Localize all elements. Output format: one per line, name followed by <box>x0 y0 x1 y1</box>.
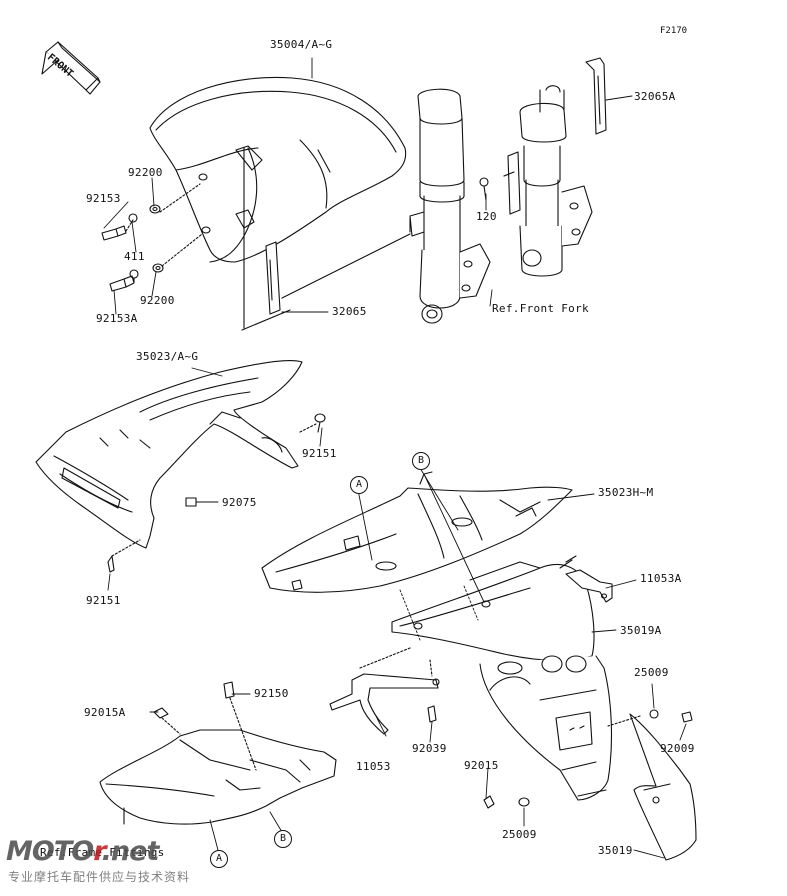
fork-bracket-drawing <box>241 57 607 331</box>
fender-hardware-drawing <box>101 183 203 292</box>
label-screw-side-upper: 92151 <box>302 447 337 460</box>
label-bolt-lower: 92153A <box>96 312 138 325</box>
label-stay-11053: 11053 <box>356 760 391 773</box>
side-cover-drawing <box>35 359 326 573</box>
watermark-logo-accent: r <box>93 836 103 867</box>
label-screw-side-lower: 92151 <box>86 594 121 607</box>
rear-fender-drawing <box>391 561 613 801</box>
callout-b-top: B <box>412 452 430 470</box>
front-fender-drawing <box>149 76 407 263</box>
label-damper: 411 <box>124 250 145 263</box>
label-side-cover: 35023/A~G <box>136 350 199 363</box>
watermark-logo-main: MOTO <box>6 836 94 867</box>
callout-a-bottom: A <box>210 850 228 868</box>
watermark-logo-tail: .net <box>101 836 160 867</box>
label-nut-92039: 92039 <box>412 742 447 755</box>
label-bolt-upper: 92153 <box>86 192 121 205</box>
leader-lines <box>103 57 687 859</box>
label-flap-35019: 35019 <box>598 844 633 857</box>
label-washer-upper: 92200 <box>128 166 163 179</box>
label-front-fender: 35004/A~G <box>270 38 333 51</box>
label-bracket-rear-upper: 11053A <box>640 572 682 585</box>
label-ref-frame-fittings: Ref.Frame Fittings <box>40 846 165 859</box>
front-fork-drawing <box>409 85 593 324</box>
callout-a-top: A <box>350 476 368 494</box>
rear-flap-drawing <box>483 709 697 861</box>
label-washer-25009-lower: 25009 <box>502 828 537 841</box>
lower-frame-drawing <box>99 681 337 825</box>
stay-11053-drawing <box>329 647 440 735</box>
label-clip-92015: 92015 <box>464 759 499 772</box>
rear-bracket-drawing <box>559 555 613 603</box>
label-washer-lower: 92200 <box>140 294 175 307</box>
label-washer-92009: 92009 <box>660 742 695 755</box>
watermark-subtitle: 专业摩托车配件供应与技术资料 <box>8 870 191 884</box>
label-ref-front-fork: Ref.Front Fork <box>492 302 589 315</box>
label-grommet: 92075 <box>222 496 257 509</box>
label-rear-fender: 35019A <box>620 624 662 637</box>
front-arrow-icon <box>41 41 101 95</box>
label-fork-bracket-right: 32065A <box>634 90 676 103</box>
label-seat-cover: 35023H~M <box>598 486 654 499</box>
label-fork-bracket-left: 32065 <box>332 305 367 318</box>
watermark-logo: MOTOr.net <box>6 836 160 867</box>
label-fork-bolt: 120 <box>476 210 497 223</box>
label-nut-25009-upper: 25009 <box>634 666 669 679</box>
seat-cover-drawing <box>261 471 573 593</box>
figure-code: F2170 <box>660 26 688 36</box>
label-bolt-92150: 92150 <box>254 687 289 700</box>
callout-b-bottom: B <box>274 830 292 848</box>
label-clip-92015a: 92015A <box>84 706 126 719</box>
